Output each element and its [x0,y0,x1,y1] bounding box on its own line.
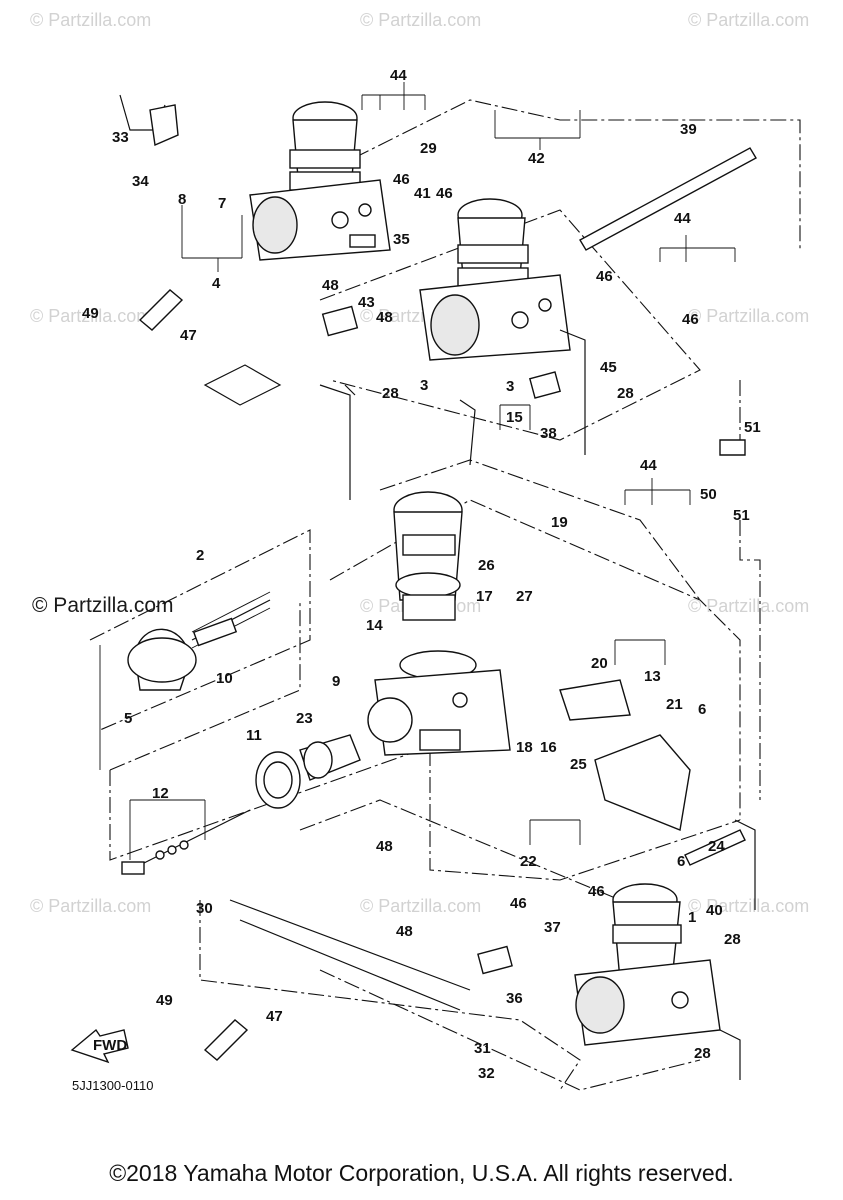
callout-16: 48 [322,277,339,294]
callout-11: 4 [212,275,221,292]
callout-28: 51 [744,419,761,436]
watermark-center-right: © Partzilla.com [688,596,809,616]
callout-46: 18 [516,739,533,756]
callout-32: 2 [196,547,204,564]
fwd-arrow: FWD [70,1028,129,1064]
callout-42: 9 [332,673,340,690]
callout-50: 12 [152,785,169,802]
callout-67: 28 [694,1045,711,1062]
watermark-low-right: © Partzilla.com [688,896,809,916]
callout-29: 50 [700,486,717,503]
carburetor-center [367,491,511,756]
callout-60: 40 [706,902,723,919]
callout-23: 3 [420,377,428,394]
watermark-top-right: © Partzilla.com [688,10,809,30]
watermark-top-left: © Partzilla.com [30,10,151,30]
callout-19: 46 [596,268,613,285]
callout-41: 5 [124,710,132,727]
callout-49: 25 [570,756,587,773]
callout-1: 33 [112,129,129,146]
watermark-main: © Partzilla.com [32,594,174,617]
watermark-mid-right: © Partzilla.com [688,306,809,326]
callout-35: 27 [516,588,533,605]
callout-43: 21 [666,696,683,713]
callout-14: 49 [82,305,99,322]
assembly-outlines [89,99,801,1091]
callout-labels: 44 33 34 29 42 39 8 7 46 41 46 4 35 44 4… [82,67,761,1082]
callout-17: 43 [358,294,375,311]
callout-13: 44 [674,210,691,227]
callout-20: 46 [682,311,699,328]
callout-15: 47 [180,327,197,344]
callout-8: 46 [393,171,410,188]
callout-57: 46 [510,895,527,912]
watermark-low-left: © Partzilla.com [30,896,151,916]
callout-34: 26 [478,557,495,574]
diagram-code: 5JJ1300-0110 [72,1078,153,1093]
callout-56: 37 [544,919,561,936]
callout-30: 51 [733,507,750,524]
callout-24: 3 [506,378,514,395]
watermark-mid-left: © Partzilla.com [30,306,151,326]
callout-9: 41 [414,185,431,202]
callout-58: 30 [196,900,213,917]
callout-65: 47 [266,1008,283,1025]
callout-47: 16 [540,739,557,756]
callout-0: 44 [390,67,407,84]
callout-52: 22 [520,853,537,870]
callout-66: 31 [474,1040,491,1057]
callout-39: 13 [644,668,661,685]
copyright-notice: ©2018 Yamaha Motor Corporation, U.S.A. A… [109,1160,734,1186]
callout-33: 19 [551,514,568,531]
callout-54: 48 [376,838,393,855]
leader-lines [99,82,736,860]
fwd-label: FWD [93,1037,127,1054]
callout-59: 48 [396,923,413,940]
callout-31: 44 [640,457,657,474]
carburetor-upper-left [249,101,391,261]
watermark-top-center: © Partzilla.com [360,10,481,30]
callout-5: 39 [680,121,697,138]
callout-55: 46 [588,883,605,900]
callout-68: 32 [478,1065,495,1082]
hoses-and-fittings [119,94,757,1080]
callout-37: 14 [366,617,383,634]
watermark-low-center: © Partzilla.com [360,896,481,916]
diaphragm-parts [121,591,361,875]
callout-25: 15 [506,409,523,426]
callout-44: 23 [296,710,313,727]
callout-18: 48 [376,309,393,326]
callout-21: 45 [600,359,617,376]
carburetor-upper-right [419,198,571,361]
callout-64: 49 [156,992,173,1009]
callout-26: 38 [540,425,557,442]
callout-38: 10 [216,670,233,687]
callout-6: 8 [178,191,186,208]
callout-12: 35 [393,231,410,248]
callout-48: 6 [698,701,706,718]
callout-22: 28 [382,385,399,402]
callout-2: 34 [132,173,149,190]
callout-51: 24 [708,838,725,855]
carburetor-lower-right [574,883,721,1046]
callout-36: 17 [476,588,493,605]
callout-40: 20 [591,655,608,672]
callout-10: 46 [436,185,453,202]
callout-45: 11 [246,727,262,744]
callout-53: 6 [677,853,685,870]
callout-3: 29 [420,140,437,157]
callout-62: 1 [688,909,696,926]
callout-61: 28 [724,931,741,948]
callout-63: 36 [506,990,523,1007]
callout-7: 7 [218,195,226,212]
callout-27: 28 [617,385,634,402]
callout-4: 42 [528,150,545,167]
